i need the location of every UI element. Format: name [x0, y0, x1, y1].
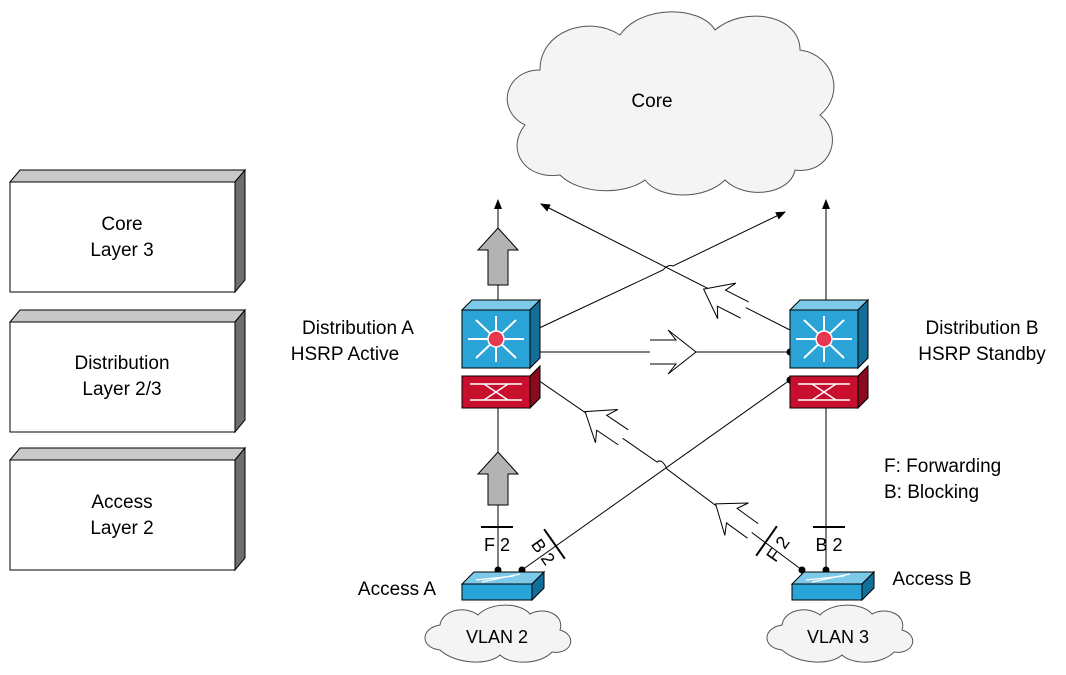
layer-core-name: Core: [101, 214, 142, 235]
link-dista-accessb: [534, 377, 803, 571]
distribution-b-switch[interactable]: [788, 298, 870, 410]
switch-arrows-icon: [470, 383, 522, 401]
port-label-b-cross: F 2: [755, 525, 794, 565]
dist-b-label-line2: HSRP Standby: [918, 344, 1046, 365]
flow-arrow-accessb-upleft-1: [584, 409, 629, 446]
layer-box-distribution: Distribution Layer 2/3: [8, 308, 247, 434]
port-label-a-up: F 2: [481, 526, 513, 555]
flow-arrow-horizontal: [650, 329, 697, 375]
svg-text:B 2: B 2: [815, 535, 842, 555]
access-a-switch[interactable]: [460, 570, 546, 602]
dist-b-label-line1: Distribution B: [926, 318, 1039, 339]
layer-distribution-name: Distribution: [74, 353, 169, 374]
gray-arrow-accessa-up: [476, 451, 520, 506]
access-a-label: Access A: [358, 579, 436, 600]
flow-arrow-accessb-upleft-2: [714, 502, 759, 539]
port-label-a-cross: B 2: [527, 528, 566, 569]
access-b-label: Access B: [892, 569, 971, 590]
access-switch-arrows-icon: [805, 573, 851, 583]
core-cloud: Core: [506, 11, 835, 196]
layer-box-access: Access Layer 2: [8, 446, 247, 572]
layer-box-core: Core Layer 3: [8, 168, 247, 294]
vlan-3-label: VLAN 3: [807, 627, 869, 647]
layer-access-name: Access: [91, 492, 152, 513]
flow-arrow-distb-upleft: [702, 282, 749, 319]
link-distb-core-cross: [540, 203, 791, 331]
dist-a-label-line1: Distribution A: [302, 318, 414, 339]
links: [494, 199, 830, 571]
layer-core-sub: Layer 3: [90, 240, 153, 261]
core-cloud-label: Core: [631, 91, 672, 112]
access-switch-arrows-icon: [475, 573, 521, 583]
vlan-2-label: VLAN 2: [466, 627, 528, 647]
access-b-switch[interactable]: [790, 570, 876, 602]
layer-distribution-sub: Layer 2/3: [82, 379, 161, 400]
link-accessa-distb: [521, 379, 791, 571]
gray-arrow-dista-up: [476, 227, 520, 286]
vlan-3-cloud: VLAN 3: [766, 604, 914, 663]
svg-text:B 2: B 2: [527, 535, 559, 569]
link-dista-core-cross: [534, 211, 786, 331]
port-label-b-up: B 2: [813, 526, 845, 555]
vlan-2-cloud: VLAN 2: [424, 604, 572, 663]
dist-a-label-line2: HSRP Active: [291, 344, 399, 365]
switch-arrows-icon: [798, 383, 850, 401]
legend-forwarding: F: Forwarding: [884, 456, 1001, 477]
svg-text:F 2: F 2: [484, 535, 510, 555]
legend-blocking: B: Blocking: [884, 482, 979, 503]
layer-access-sub: Layer 2: [90, 518, 153, 539]
distribution-a-switch[interactable]: [460, 298, 542, 410]
